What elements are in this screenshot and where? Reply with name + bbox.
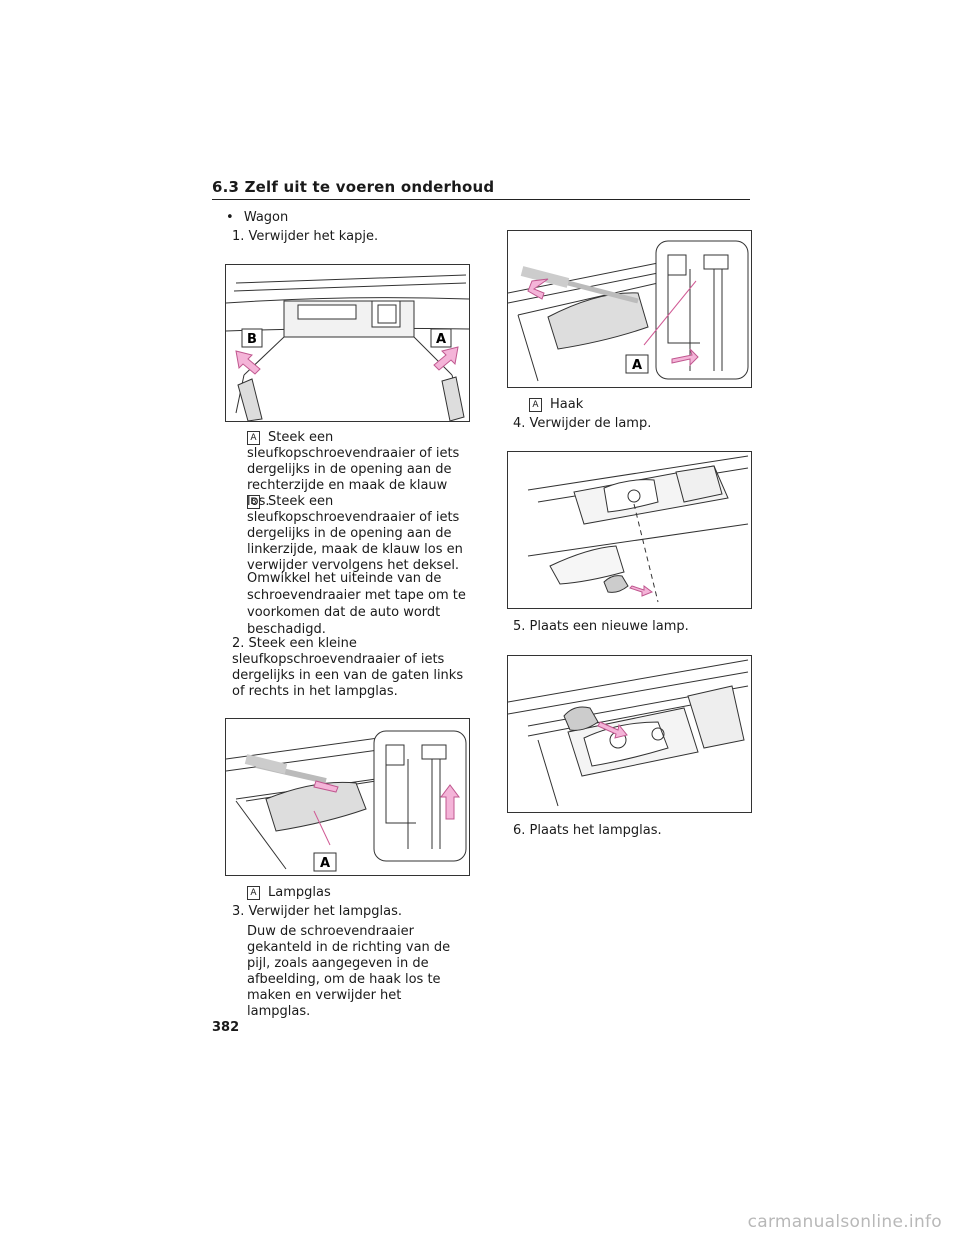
figure-hook-release: A [507,230,752,388]
page-number: 382 [212,1020,240,1035]
lampglas-text: Lampglas [268,885,331,900]
step-5: 5. Plaats een nieuwe lamp. [513,619,689,634]
bullet-wagon: • Wagon [226,210,288,226]
step-6: 6. Plaats het lampglas. [513,823,662,838]
callout-b-text: Steek een sleufkopschroevendraaier of ie… [247,494,463,573]
figure-remove-lamp [507,451,752,609]
section-title: 6.3 Zelf uit te voeren onderhoud [212,178,495,196]
tape-note: Omwikkel het uiteinde van de schroevendr… [247,571,466,637]
figure-cover-removal: B A [225,264,470,422]
figure-insert-screwdriver: A [225,718,470,876]
callout-badge-a: A [247,431,260,445]
haak-text: Haak [550,397,584,412]
step-4: 4. Verwijder de lamp. [513,416,652,431]
fig2-label-a: A [320,856,330,871]
header-rule [212,199,750,200]
fig1-label-a: A [436,332,446,347]
fig3-label-a: A [632,358,642,373]
lampglas-badge: A [247,886,260,900]
fig1-label-b: B [247,332,257,347]
step-1: 1. Verwijder het kapje. [232,229,379,244]
step-3: 3. Verwijder het lampglas. [232,904,403,919]
callout-a-text: Steek een sleufkopschroevendraaier of ie… [247,430,460,509]
step-2: 2. Steek een kleine sleufkopschroevendra… [232,636,464,699]
haak-callout: A Haak [529,397,583,413]
bullet: • [226,210,234,225]
callout-badge-b: B [247,495,260,509]
watermark: carmanualsonline.info [747,1212,942,1232]
lampglas-callout: A Lampglas [247,885,331,901]
step-3-instruction: Duw de schroevendraaier gekanteld in de … [247,924,451,1019]
wagon-label: Wagon [243,210,289,225]
figure-install-lamp [507,655,752,813]
haak-badge: A [529,398,542,412]
